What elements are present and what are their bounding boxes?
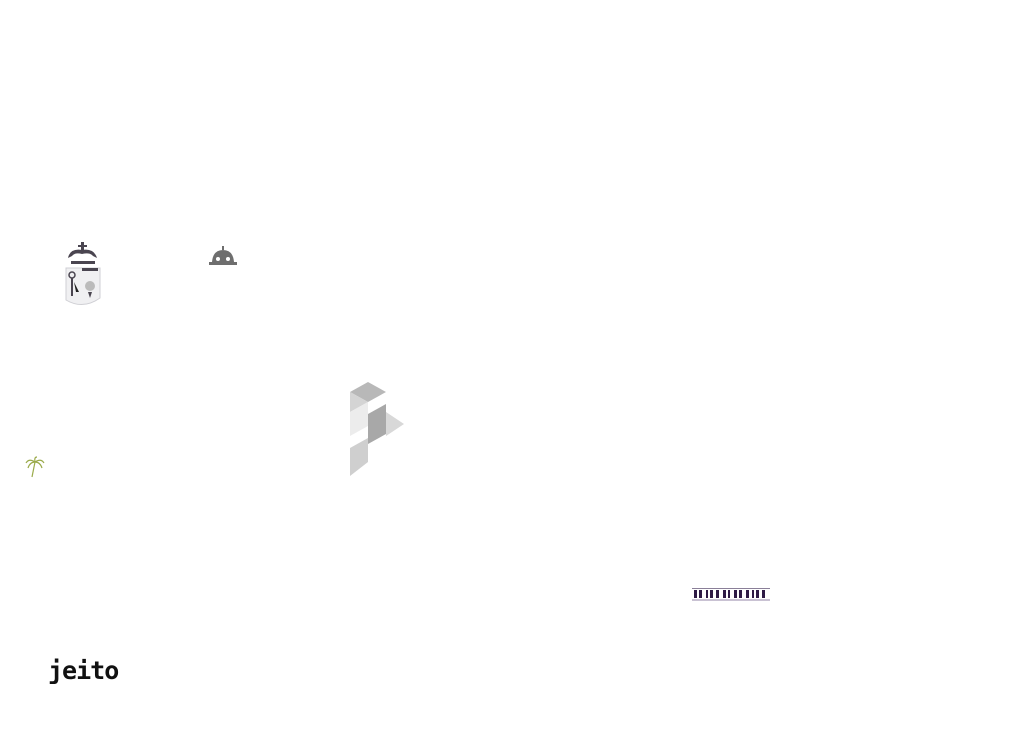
piano-keys-logo [692,586,770,601]
dome-logo [208,246,238,266]
palm-tree-icon [25,456,45,478]
coat-of-arms-logo [64,242,102,308]
jeito-logo: jeito [48,656,119,685]
triangle-f-logo [348,382,406,478]
